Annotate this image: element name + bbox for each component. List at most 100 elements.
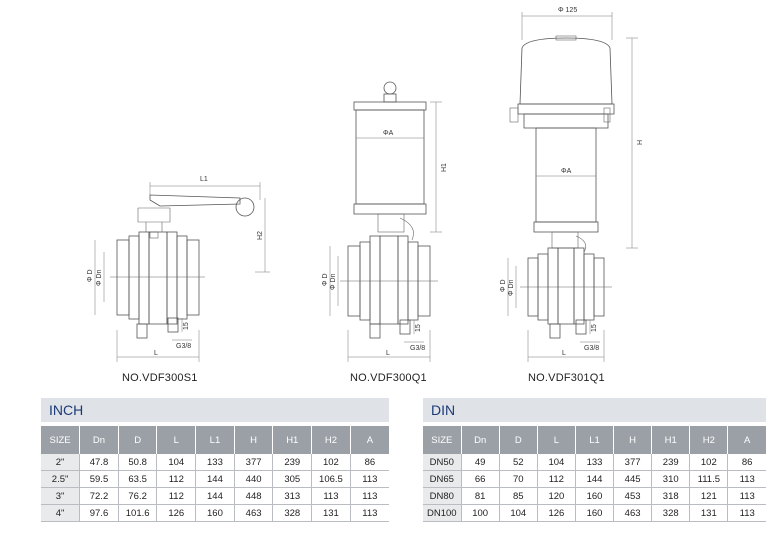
table-cell: 86 bbox=[350, 454, 389, 471]
table-cell: 113 bbox=[727, 487, 766, 505]
table-cell: 113 bbox=[350, 504, 389, 522]
table-cell: 113 bbox=[311, 487, 351, 505]
table-cell: 63.5 bbox=[118, 470, 158, 488]
col-header: SIZE bbox=[423, 426, 462, 454]
table-cell: 72.2 bbox=[79, 487, 119, 505]
col-header: L1 bbox=[575, 426, 615, 454]
dim-h-label: H bbox=[637, 140, 644, 145]
table-cell: 2" bbox=[41, 454, 81, 471]
table-cell: 59.5 bbox=[79, 470, 119, 488]
table-cell: 160 bbox=[575, 487, 615, 505]
table-cell: 112 bbox=[156, 487, 197, 505]
table-cell: 448 bbox=[234, 487, 274, 505]
table-cell: 81 bbox=[461, 487, 500, 505]
model-label-vdf300s1: NO.VDF300S1 bbox=[122, 372, 198, 384]
dim-l1-label: L1 bbox=[200, 176, 208, 183]
dim-l-label: L bbox=[562, 350, 566, 357]
table-cell: DN80 bbox=[423, 487, 462, 505]
dim-a-label: ΦA bbox=[561, 168, 572, 175]
dim-dn-label: Φ Dn bbox=[96, 269, 103, 286]
inch-header-row: SIZE Dn D L L1 H H1 H2 A bbox=[41, 426, 389, 454]
table-cell: 66 bbox=[461, 470, 500, 488]
table-cell: 133 bbox=[575, 454, 615, 471]
table-row: DN65 66 70 112 144 445 310 111.5 113 bbox=[423, 470, 766, 488]
dim-d-label: Φ D bbox=[322, 273, 329, 286]
table-cell: DN100 bbox=[423, 504, 462, 522]
valve-drawing-pneumatic: ΦA H1 Φ D Φ Dn 15 G3/8 L bbox=[322, 81, 448, 362]
col-header: A bbox=[350, 426, 389, 454]
dim-d-label: Φ D bbox=[500, 279, 507, 292]
col-header: L bbox=[156, 426, 197, 454]
inch-table: SIZE Dn D L L1 H H1 H2 A 2" 47.8 50.8 10… bbox=[41, 426, 389, 522]
table-cell: 144 bbox=[195, 470, 235, 488]
table-cell: 113 bbox=[727, 470, 766, 488]
table-cell: 86 bbox=[727, 454, 766, 471]
table-cell: 120 bbox=[537, 487, 576, 505]
table-cell: 97.6 bbox=[79, 504, 119, 522]
dim-top-label: Φ 125 bbox=[558, 7, 577, 14]
table-row: 2" 47.8 50.8 104 133 377 239 102 86 bbox=[41, 454, 389, 471]
table-cell: 4" bbox=[41, 504, 81, 522]
table-cell: 113 bbox=[350, 470, 389, 488]
table-cell: 112 bbox=[537, 470, 576, 488]
technical-drawings: L1 H2 Φ D Φ Dn 15 G3/8 L bbox=[87, 7, 644, 384]
table-cell: 106.5 bbox=[311, 470, 351, 488]
dim-h1-label: H1 bbox=[441, 163, 448, 172]
din-table: SIZE Dn D L L1 H H1 H2 A DN50 49 52 104 … bbox=[423, 426, 766, 522]
table-row: DN80 81 85 120 160 453 318 121 113 bbox=[423, 487, 766, 505]
din-header-row: SIZE Dn D L L1 H H1 H2 A bbox=[423, 426, 766, 454]
col-header: H2 bbox=[689, 426, 729, 454]
model-label-vdf300q1: NO.VDF300Q1 bbox=[350, 372, 427, 384]
table-cell: 104 bbox=[499, 504, 538, 522]
table-cell: 328 bbox=[651, 504, 691, 522]
table-cell: 131 bbox=[689, 504, 729, 522]
inch-table-block: INCH SIZE Dn D L L1 H H1 H2 A 2" 47.8 50… bbox=[41, 398, 389, 522]
table-cell: DN50 bbox=[423, 454, 462, 471]
table-cell: 445 bbox=[613, 470, 653, 488]
table-cell: 113 bbox=[727, 504, 766, 522]
valve-drawing-control-head: Φ 125 ΦA H Φ D Φ Dn 15 G3/8 L bbox=[500, 7, 644, 362]
table-cell: 104 bbox=[156, 454, 197, 471]
dim-l-label: L bbox=[386, 350, 390, 357]
col-header: D bbox=[499, 426, 538, 454]
table-cell: 144 bbox=[575, 470, 615, 488]
table-cell: 239 bbox=[651, 454, 691, 471]
table-row: 2.5" 59.5 63.5 112 144 440 305 106.5 113 bbox=[41, 470, 389, 488]
table-cell: 111.5 bbox=[689, 470, 729, 488]
table-cell: 318 bbox=[651, 487, 691, 505]
col-header: H2 bbox=[311, 426, 351, 454]
dim-dn-label: Φ Dn bbox=[330, 273, 337, 290]
col-header: H1 bbox=[651, 426, 691, 454]
table-cell: 144 bbox=[195, 487, 235, 505]
dim-d-label: Φ D bbox=[87, 269, 94, 282]
col-header: L1 bbox=[195, 426, 235, 454]
table-cell: 310 bbox=[651, 470, 691, 488]
table-cell: 453 bbox=[613, 487, 653, 505]
table-cell: 126 bbox=[156, 504, 197, 522]
table-cell: 126 bbox=[537, 504, 576, 522]
table-cell: 70 bbox=[499, 470, 538, 488]
table-cell: 440 bbox=[234, 470, 274, 488]
table-row: 3" 72.2 76.2 112 144 448 313 113 113 bbox=[41, 487, 389, 505]
dim-dn-label: Φ Dn bbox=[508, 279, 515, 296]
dim-15-label: 15 bbox=[591, 324, 598, 332]
dim-g-label: G3/8 bbox=[584, 345, 599, 352]
table-cell: 131 bbox=[311, 504, 351, 522]
table-cell: 160 bbox=[575, 504, 615, 522]
table-cell: 101.6 bbox=[118, 504, 158, 522]
col-header: A bbox=[727, 426, 766, 454]
dim-l-label: L bbox=[154, 350, 158, 357]
table-cell: 47.8 bbox=[79, 454, 119, 471]
col-header: H bbox=[613, 426, 653, 454]
model-label-vdf301q1: NO.VDF301Q1 bbox=[528, 372, 605, 384]
table-row: DN50 49 52 104 133 377 239 102 86 bbox=[423, 454, 766, 471]
table-cell: 85 bbox=[499, 487, 538, 505]
table-cell: 133 bbox=[195, 454, 235, 471]
table-row: 4" 97.6 101.6 126 160 463 328 131 113 bbox=[41, 504, 389, 522]
table-cell: 328 bbox=[272, 504, 313, 522]
dim-15-label: 15 bbox=[183, 322, 190, 330]
col-header: SIZE bbox=[41, 426, 81, 454]
col-header: D bbox=[118, 426, 158, 454]
drawing-canvas: L1 H2 Φ D Φ Dn 15 G3/8 L bbox=[87, 7, 644, 362]
table-row: DN100 100 104 126 160 463 328 131 113 bbox=[423, 504, 766, 522]
